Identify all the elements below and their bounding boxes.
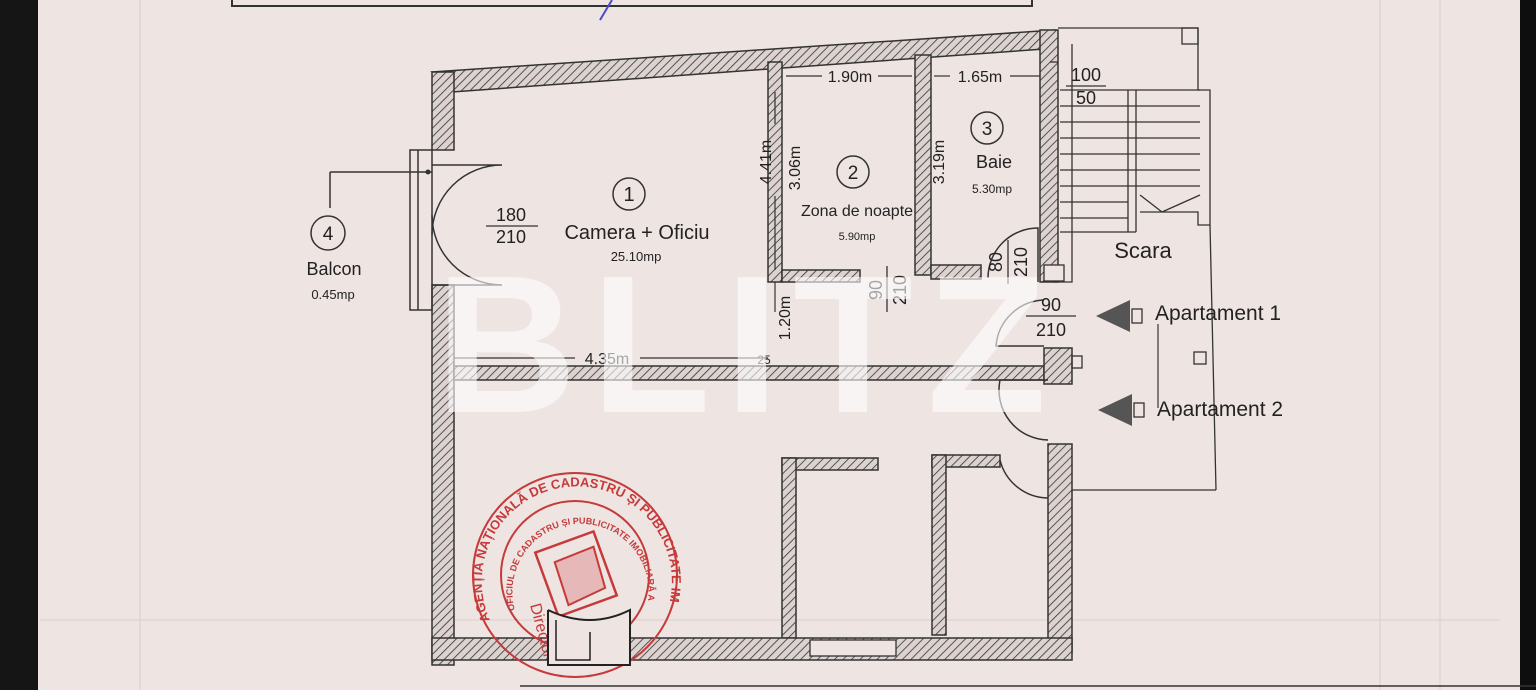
pen-mark <box>599 0 613 21</box>
walls <box>430 29 1073 666</box>
entry-door-height: 210 <box>1036 320 1066 340</box>
bedroom-door-width: 90 <box>866 280 886 300</box>
bath-door-height: 210 <box>1011 247 1031 277</box>
room3-number-circle <box>970 111 1004 145</box>
wall-room3-bottom <box>930 264 982 280</box>
entry-door <box>995 299 1045 347</box>
bath-door-width: 80 <box>986 252 1006 272</box>
wall-right-lower <box>1047 443 1073 653</box>
wall-lower-cell-2-side <box>931 454 947 636</box>
room4-name: Balcon <box>306 259 361 279</box>
staircase <box>1050 27 1211 283</box>
wall-bottom <box>431 637 1073 661</box>
wall-lower-cell-1-side <box>781 457 797 639</box>
apt1-arrow <box>1096 300 1130 332</box>
balcony-door-height: 210 <box>496 227 526 247</box>
dim-hall-depth: 1.20m <box>777 296 794 340</box>
dim-room1-width: 4.35m <box>585 351 629 368</box>
stamp-crest-icon <box>533 529 619 619</box>
dim-room1-height: 4.41m <box>758 140 775 184</box>
room2-area: 5.90mp <box>839 231 876 243</box>
room3-area: 5.30mp <box>972 182 1012 196</box>
landing-outline <box>1071 224 1217 491</box>
room3-number: 3 <box>982 119 993 140</box>
watermark-text: BLITZ <box>435 235 1060 454</box>
apartment-2-label: Apartament 2 <box>1157 398 1283 421</box>
entry-arrows <box>1096 300 1145 426</box>
dim-room2-height: 3.06m <box>787 146 804 190</box>
bedroom-door-height: 210 <box>890 275 910 305</box>
window-bottom <box>809 639 897 657</box>
dim-room3-width: 1.65m <box>958 69 1002 86</box>
paper-faint-lines <box>40 0 1500 690</box>
room1-name: Camera + Oficiu <box>564 222 709 244</box>
room2-number-circle <box>836 155 870 189</box>
room4-number: 4 <box>323 224 334 245</box>
balcony-door-width: 180 <box>496 205 526 225</box>
wall-partition-2 <box>914 54 932 276</box>
room3-name: Baie <box>976 152 1012 172</box>
room4-area: 0.45mp <box>311 287 354 302</box>
room1-number: 1 <box>623 184 634 206</box>
dimension-lines <box>454 75 1040 359</box>
stair-label: Scara <box>1114 238 1172 263</box>
room1-area: 25.10mp <box>611 249 662 264</box>
room2-number: 2 <box>848 163 859 184</box>
apartment-1-label: Apartament 1 <box>1155 302 1281 325</box>
room1-number-circle <box>612 177 646 211</box>
apt2-arrow <box>1098 394 1132 426</box>
top-frame-line <box>231 0 1033 7</box>
doors <box>329 164 1049 499</box>
balcony-door-swing-top <box>431 164 503 236</box>
room2-name: Zona de noapte <box>801 203 913 220</box>
wall-middle-end <box>1043 347 1073 385</box>
wall-right-upper <box>1039 29 1059 283</box>
wall-room2-bottom <box>781 269 861 283</box>
dim-wall-thickness: 25 <box>757 353 771 367</box>
bath-door <box>987 227 1039 282</box>
entry-door-width: 90 <box>1041 295 1061 315</box>
room4-number-circle <box>310 215 346 251</box>
wall-left-upper <box>431 71 455 151</box>
stair-height: 50 <box>1076 88 1096 108</box>
balcony-door-swing-bottom <box>431 214 503 286</box>
dim-room3-height: 3.19m <box>931 140 948 184</box>
dim-room2-width: 1.90m <box>828 69 872 86</box>
stair-width: 100 <box>1071 65 1101 85</box>
apt2-door <box>998 379 1049 441</box>
lower-door <box>999 459 1049 499</box>
